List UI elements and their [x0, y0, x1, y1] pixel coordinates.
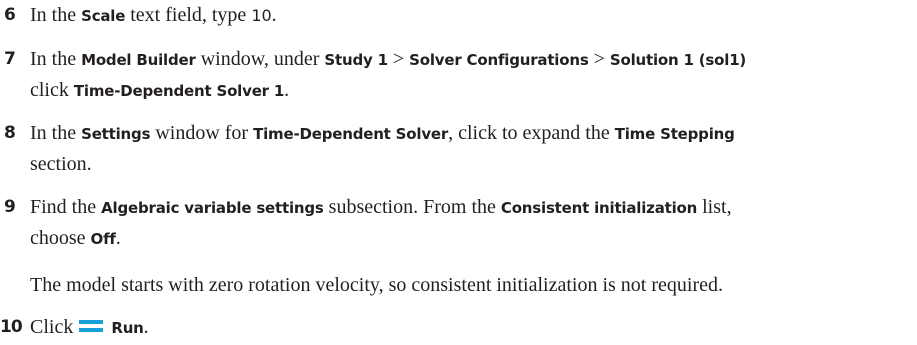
step-number: 10 — [0, 317, 23, 337]
ui-label-algebraic-variable-settings: Algebraic variable settings — [101, 199, 324, 217]
step-text: click — [30, 79, 74, 101]
run-icon — [79, 312, 104, 332]
step-note: The model starts with zero rotation velo… — [30, 274, 723, 296]
step-6: 6 In the Scale text field, type 10. — [0, 0, 917, 31]
ui-label-off: Off — [90, 230, 116, 248]
run-icon-bar-top — [79, 320, 104, 324]
step-text: , click to expand the — [448, 122, 615, 144]
step-line: In the Settings window for Time-Dependen… — [30, 118, 917, 149]
ui-label-solver-configurations: Solver Configurations — [409, 51, 589, 69]
ui-label-consistent-initialization: Consistent initialization — [500, 199, 698, 217]
input-value: 10 — [251, 6, 272, 25]
step-text: . — [284, 79, 290, 101]
step-text: In the — [30, 4, 82, 26]
step-line: choose Off. — [30, 223, 917, 254]
step-text: window for — [150, 122, 254, 144]
step-text: . — [143, 316, 149, 338]
ui-label-settings: Settings — [81, 125, 151, 143]
step-9: 9 Find the Algebraic variable settings s… — [0, 192, 917, 254]
ui-label-time-stepping: Time Stepping — [614, 125, 735, 143]
step-text: In the — [30, 122, 82, 144]
step-line: Find the Algebraic variable settings sub… — [30, 192, 917, 223]
ui-label-solution: Solution 1 (sol1) — [609, 51, 747, 69]
step-text: choose — [30, 227, 91, 249]
step-line: click Time-Dependent Solver 1. — [30, 75, 917, 106]
run-icon-bar-bottom — [79, 328, 104, 332]
step-number: 6 — [4, 5, 16, 25]
step-text: Click — [30, 316, 74, 338]
step-line: In the Model Builder window, under Study… — [30, 44, 917, 75]
ui-label-model-builder: Model Builder — [81, 51, 196, 69]
step-text: > — [387, 48, 410, 70]
ui-label-time-dependent-solver-1: Time-Dependent Solver 1 — [73, 82, 285, 100]
step-8: 8 In the Settings window for Time-Depend… — [0, 118, 917, 179]
step-text: > — [588, 48, 610, 70]
ui-label-scale: Scale — [81, 7, 126, 25]
step-text: . — [115, 227, 121, 249]
step-text: window, under — [195, 48, 325, 70]
step-10: 10 Click Run. — [0, 312, 917, 343]
step-number: 9 — [4, 197, 16, 217]
step-text: . — [271, 4, 277, 26]
ui-label-run: Run — [111, 319, 144, 337]
step-text: text field, type — [125, 4, 252, 26]
ui-label-study: Study 1 — [324, 51, 388, 69]
step-7: 7 In the Model Builder window, under Stu… — [0, 44, 917, 106]
step-number: 8 — [4, 123, 16, 143]
step-line: section. — [30, 149, 917, 179]
step-text: Find the — [30, 196, 102, 218]
ui-label-time-dependent-solver: Time-Dependent Solver — [253, 125, 449, 143]
step-text: list, — [697, 196, 732, 218]
step-text: subsection. From the — [323, 196, 501, 218]
step-text: section. — [30, 153, 92, 175]
step-number: 7 — [4, 49, 16, 69]
step-text: In the — [30, 48, 82, 70]
